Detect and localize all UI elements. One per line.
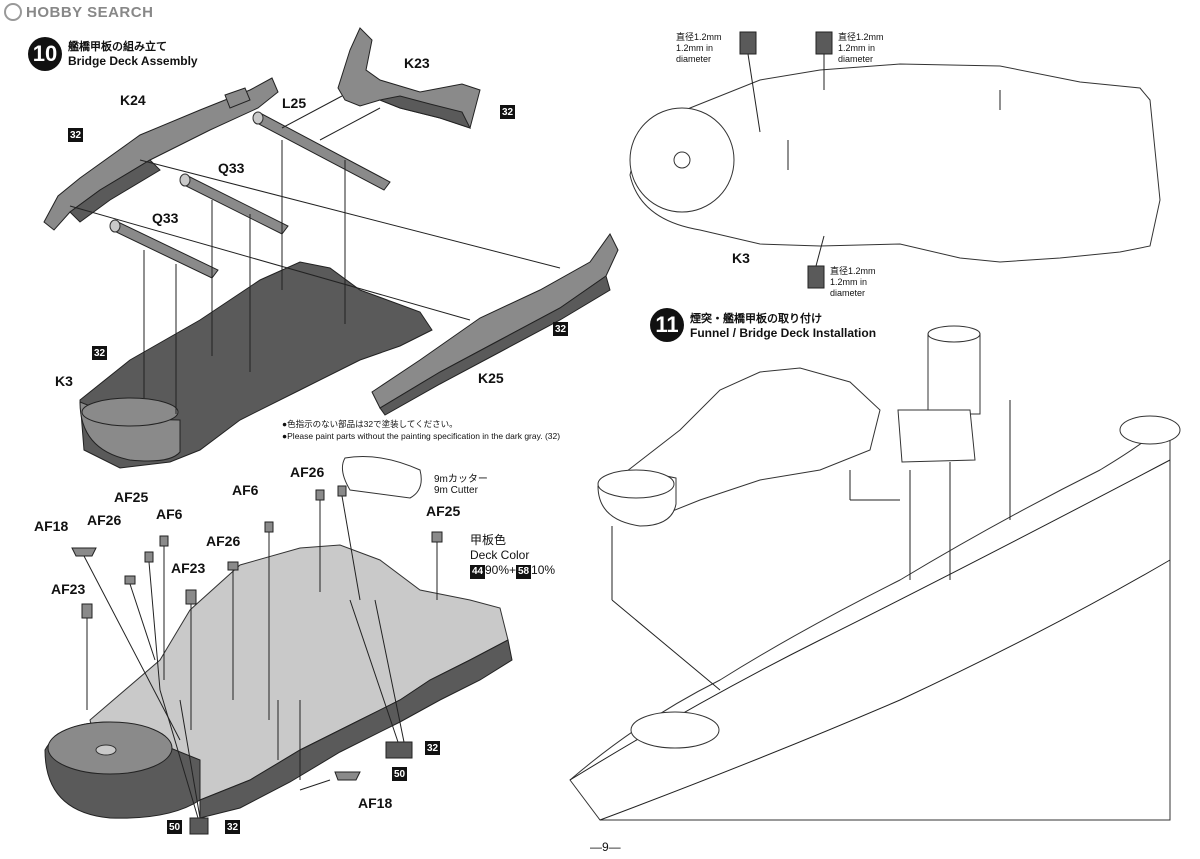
label-l25: L25	[282, 95, 307, 111]
bridge-deck-subassembly	[597, 367, 881, 527]
label-k3-b: K3	[732, 250, 750, 266]
label-af25-b: AF25	[426, 503, 461, 519]
paint-code-box: 32	[92, 346, 107, 360]
paint-note: ●色指示のない部品は32で塗装してください。 ●Please paint par…	[282, 418, 560, 442]
label-af23-a: AF23	[171, 560, 206, 576]
ship-hull	[569, 415, 1181, 821]
cutter-label-en: 9m Cutter	[434, 485, 478, 496]
page-number: —9—	[590, 840, 621, 854]
label-af26-c: AF26	[206, 533, 241, 549]
paint-code-box: 32	[225, 820, 240, 834]
label-k24: K24	[120, 92, 146, 108]
k23-part	[337, 27, 481, 129]
step-10-title: 艦橋甲板の組み立て Bridge Deck Assembly	[68, 38, 198, 68]
paint-code-58: 58	[516, 564, 532, 579]
detailed-deck-part	[44, 544, 513, 819]
label-af26-a: AF26	[290, 464, 325, 480]
step-10-title-jp: 艦橋甲板の組み立て	[68, 41, 167, 53]
step-11-title: 煙突・艦橋甲板の取り付け Funnel / Bridge Deck Instal…	[690, 310, 876, 340]
paint-code-box: 32	[553, 322, 568, 336]
paint-code-box: 32	[68, 128, 83, 142]
label-af6-b: AF6	[156, 506, 183, 522]
label-q33-b: Q33	[152, 210, 179, 226]
step-11-number: 11	[650, 308, 684, 342]
funnel-part	[897, 325, 981, 463]
label-q33-a: Q33	[218, 160, 245, 176]
cutter-label: 9mカッター 9m Cutter	[434, 474, 488, 496]
label-af18-b: AF18	[358, 795, 393, 811]
small-fittings	[71, 485, 443, 835]
step-10-number: 10	[28, 37, 62, 71]
diameter-callout-2: 直径1.2mm 1.2mm in diameter	[838, 32, 884, 64]
paint-code-box: 50	[167, 820, 182, 834]
watermark-logo-icon	[4, 3, 22, 21]
label-k23: K23	[404, 55, 430, 71]
step10-guide-lines	[69, 95, 561, 414]
diameter-marks	[739, 31, 833, 289]
label-k25: K25	[478, 370, 504, 386]
k3-deck-part	[79, 261, 433, 469]
paint-code-box: 32	[500, 105, 515, 119]
step-10-title-en: Bridge Deck Assembly	[68, 54, 198, 68]
paint-code-44: 44	[470, 564, 485, 579]
label-af25-a: AF25	[114, 489, 149, 505]
cutter-boat	[341, 456, 422, 499]
deck-color-jp: 甲板色	[470, 533, 507, 547]
cutter-label-jp: 9mカッター	[434, 474, 488, 485]
l25-rod	[252, 111, 391, 191]
paint-code-box: 32	[425, 741, 440, 755]
k25-frame	[371, 233, 619, 416]
diameter-callout-1: 直径1.2mm 1.2mm in diameter	[676, 32, 722, 64]
label-af23-b: AF23	[51, 581, 86, 597]
deck-color-en: Deck Color	[470, 548, 530, 562]
k24-frame	[43, 77, 279, 231]
label-k3-a: K3	[55, 373, 73, 389]
paint-note-jp: ●色指示のない部品は32で塗装してください。	[282, 419, 458, 429]
step-11-title-en: Funnel / Bridge Deck Installation	[690, 326, 877, 340]
paint-note-en: ●Please paint parts without the painting…	[282, 431, 561, 441]
watermark: HOBBY SEARCH	[4, 3, 153, 21]
k3-plan-view	[629, 63, 1161, 263]
paint-code-box: 50	[392, 767, 407, 781]
label-af6-a: AF6	[232, 482, 259, 498]
q33-rods	[109, 173, 289, 279]
step10-bottom-guide-lines	[83, 495, 438, 819]
label-af18-a: AF18	[34, 518, 69, 534]
step11-guide-lines	[611, 400, 1011, 691]
diameter-callout-3: 直径1.2mm 1.2mm in diameter	[830, 266, 876, 298]
label-af26-b: AF26	[87, 512, 122, 528]
step-11-title-jp: 煙突・艦橋甲板の取り付け	[690, 313, 822, 325]
